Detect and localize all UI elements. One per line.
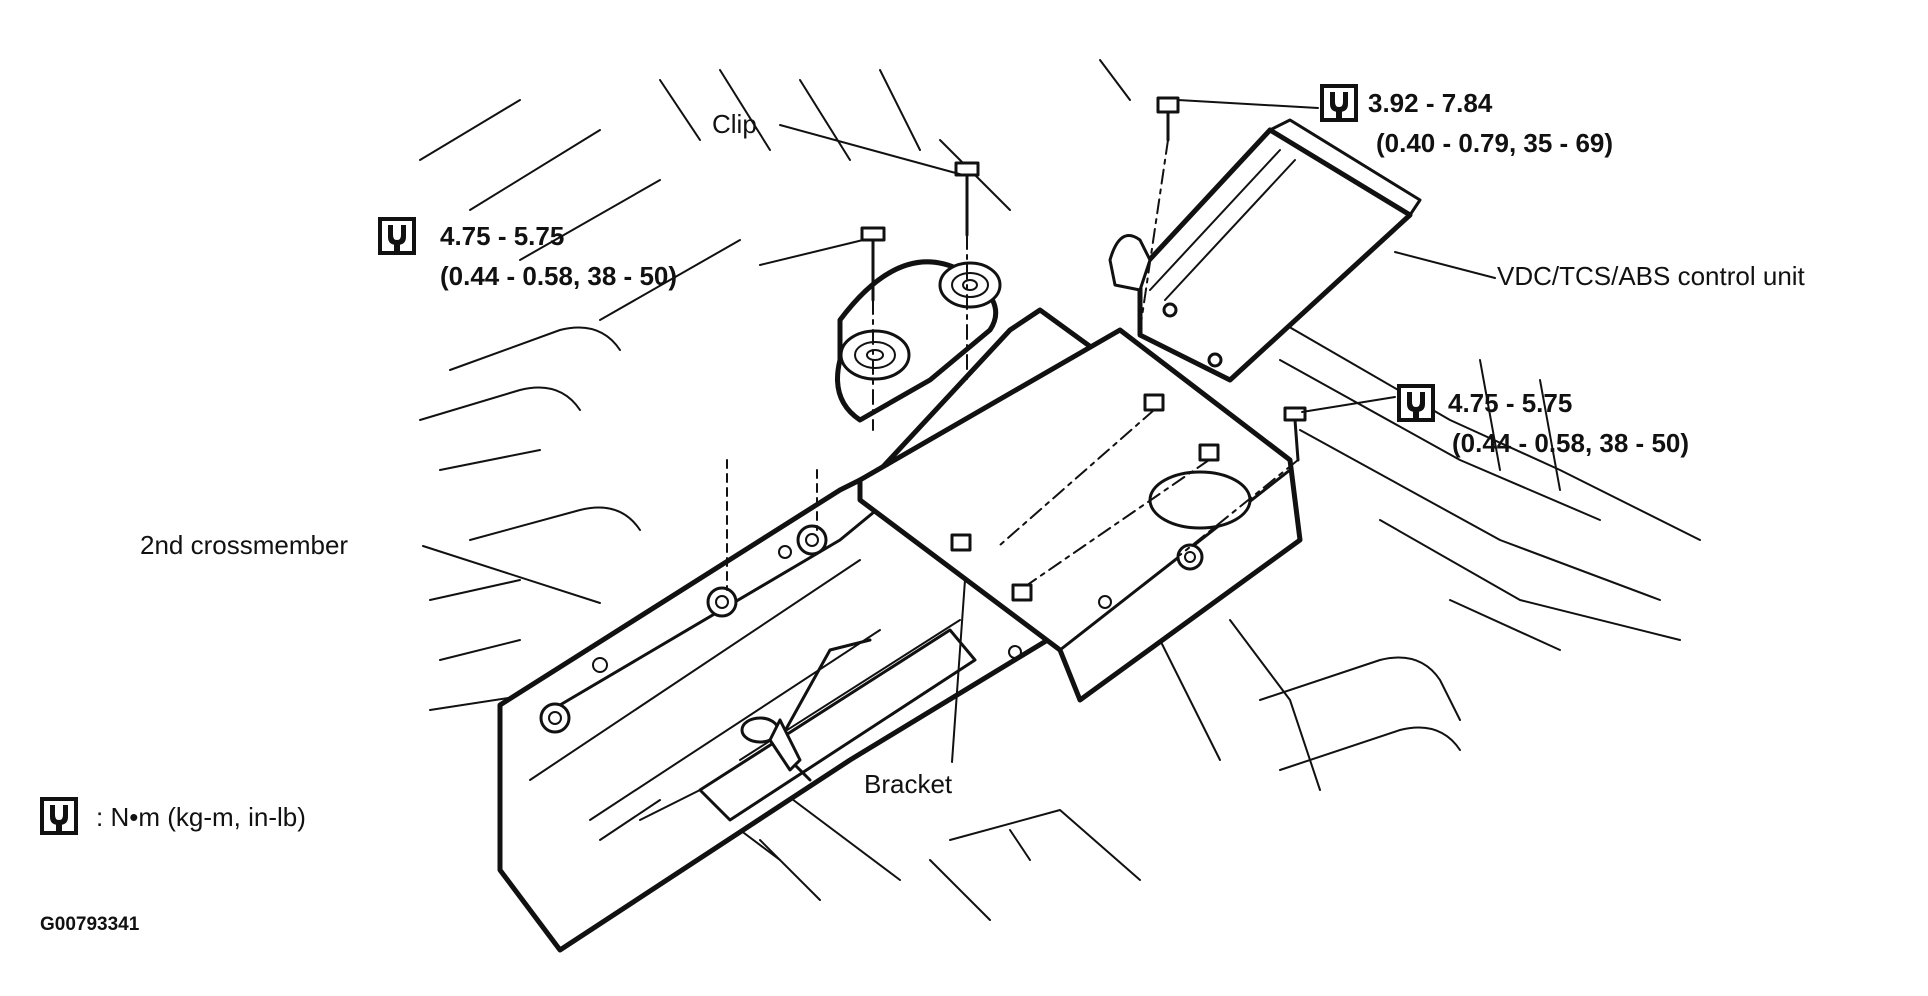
torque-spec-control-unit: 3.92 - 7.84 (0.40 - 0.79, 35 - 69) (1320, 84, 1613, 158)
torque-wrench-icon (378, 217, 416, 255)
torque-value: 4.75 - 5.75 (1448, 388, 1572, 418)
leader-lines (422, 99, 1496, 763)
torque-alt-units: (0.44 - 0.58, 38 - 50) (440, 261, 677, 291)
legend-units-text: : N•m (kg-m, in-lb) (96, 802, 306, 832)
torque-value: 4.75 - 5.75 (440, 221, 564, 251)
torque-spec-clip: 4.75 - 5.75 (0.44 - 0.58, 38 - 50) (378, 217, 677, 291)
control-unit-part (1108, 118, 1422, 383)
torque-wrench-icon (40, 797, 78, 835)
torque-wrench-icon (1320, 84, 1358, 122)
torque-alt-units: (0.44 - 0.58, 38 - 50) (1452, 428, 1689, 458)
torque-alt-units: (0.40 - 0.79, 35 - 69) (1376, 128, 1613, 158)
label-clip: Clip (712, 109, 757, 139)
clip-mounting-bosses (835, 259, 1002, 423)
brake-pipe-assembly (599, 619, 977, 841)
torque-spec-bracket: 4.75 - 5.75 (0.44 - 0.58, 38 - 50) (1397, 384, 1689, 458)
label-bracket: Bracket (864, 769, 953, 799)
torque-wrench-icon (1397, 384, 1435, 422)
fasteners (726, 96, 1307, 602)
torque-value: 3.92 - 7.84 (1368, 88, 1493, 118)
part-labels: Clip VDC/TCS/ABS control unit 2nd crossm… (140, 109, 1806, 799)
bracket-part (857, 327, 1303, 703)
torque-units-legend: : N•m (kg-m, in-lb) (40, 797, 306, 835)
label-crossmember: 2nd crossmember (140, 530, 348, 560)
figure-id: G00793341 (40, 914, 140, 935)
label-control-unit: VDC/TCS/ABS control unit (1497, 261, 1806, 291)
